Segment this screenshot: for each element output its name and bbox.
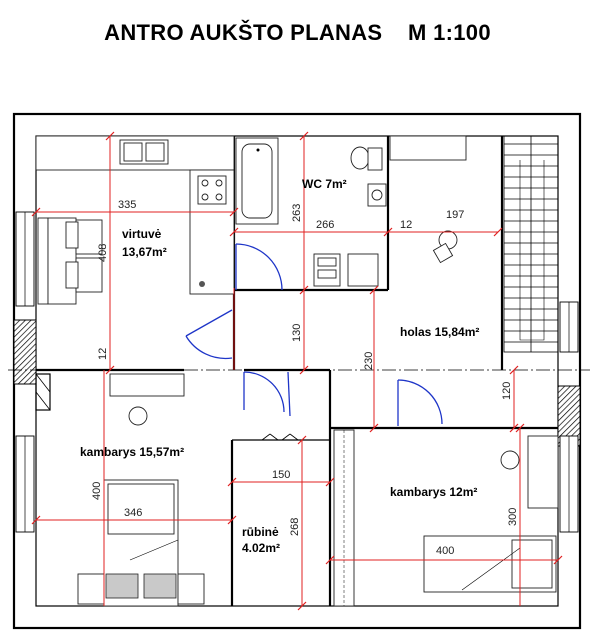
room-name-virtuve: virtuvė bbox=[122, 227, 162, 241]
room-label-holas: holas 15,84m² bbox=[400, 325, 479, 339]
dimension-labels: 335 408 263 266 12 197 130 12 230 120 34… bbox=[91, 199, 519, 557]
chair-icon bbox=[128, 406, 148, 426]
windows bbox=[15, 211, 579, 533]
dim-12-b: 12 bbox=[97, 348, 109, 360]
dim-263: 263 bbox=[291, 204, 303, 222]
room-area-rubine: 4.02m² bbox=[242, 541, 280, 555]
dim-268: 268 bbox=[289, 518, 301, 536]
room-area-virtuve: 13,67m² bbox=[122, 245, 167, 259]
plan-title: ANTRO AUKŠTO PLANAS M 1:100 bbox=[104, 20, 491, 45]
dim-408: 408 bbox=[97, 244, 109, 262]
dim-230: 230 bbox=[363, 352, 375, 370]
room-name-rubine: rūbinė bbox=[242, 525, 279, 539]
dim-12-a: 12 bbox=[400, 219, 412, 231]
wardrobe-fixtures bbox=[261, 433, 299, 441]
wall-hatch bbox=[13, 319, 581, 447]
toilet-icon bbox=[350, 146, 370, 170]
chair-icon bbox=[500, 450, 520, 470]
dim-120: 120 bbox=[501, 382, 513, 400]
room-label-kambarys-1: kambarys 15,57m² bbox=[80, 445, 184, 459]
dim-197: 197 bbox=[446, 209, 464, 221]
dim-400-vertical: 400 bbox=[91, 482, 103, 500]
stove-icon bbox=[197, 175, 227, 205]
dim-130: 130 bbox=[291, 324, 303, 342]
bedroom2-furniture bbox=[333, 429, 559, 607]
dining-table-icon bbox=[37, 217, 103, 305]
dimension-lines bbox=[31, 131, 563, 611]
bedroom1-furniture bbox=[77, 373, 205, 607]
dim-300: 300 bbox=[507, 508, 519, 526]
dim-400-horizontal: 400 bbox=[436, 545, 454, 557]
room-label-wc: WC 7m² bbox=[302, 177, 347, 191]
dim-335: 335 bbox=[118, 199, 136, 211]
dim-150: 150 bbox=[272, 469, 290, 481]
doors bbox=[185, 243, 443, 426]
wc-fixtures bbox=[235, 137, 387, 287]
dim-266: 266 bbox=[316, 219, 334, 231]
room-labels: virtuvė 13,67m² WC 7m² holas 15,84m² kam… bbox=[80, 177, 479, 555]
dim-346: 346 bbox=[124, 507, 142, 519]
hall-desk-icon bbox=[389, 135, 467, 264]
room-label-kambarys-2: kambarys 12m² bbox=[390, 485, 477, 499]
stairs-icon bbox=[503, 135, 559, 353]
kitchen-fixtures bbox=[35, 135, 235, 295]
